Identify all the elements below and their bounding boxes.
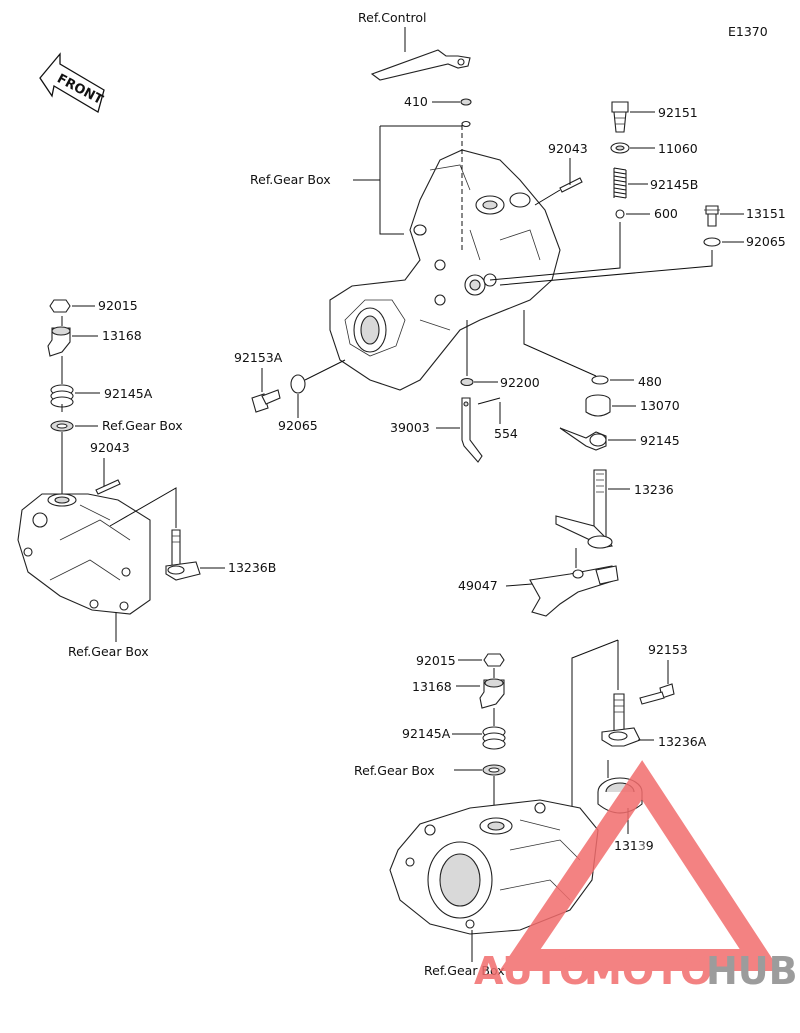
- watermark-text-auto: AUTO: [474, 949, 591, 993]
- label-ref-gear-box-bottom-mid: Ref.Gear Box: [354, 763, 435, 778]
- part-92145-spring: [559, 427, 607, 451]
- part-410: [460, 98, 472, 106]
- label-554: 554: [494, 426, 518, 441]
- label-92065-right: 92065: [746, 234, 786, 249]
- part-13070-collar: [585, 394, 611, 417]
- part-480-circlip: [591, 375, 609, 385]
- label-13236B: 13236B: [228, 560, 276, 575]
- part-92043-pin-top: [559, 177, 583, 193]
- label-13236: 13236: [634, 482, 674, 497]
- part-92015-nut-bottom: [483, 653, 505, 667]
- part-554-pin: [477, 397, 501, 405]
- gear-box-upper: [329, 125, 561, 391]
- part-92065-washer-right: [703, 237, 721, 247]
- gear-box-lower: [389, 799, 599, 935]
- label-92015-left: 92015: [98, 298, 138, 313]
- automotohub-watermark-logo: AUTO MOTO HUB: [474, 760, 798, 993]
- part-92200-washer: [460, 377, 474, 387]
- label-92043-left: 92043: [90, 440, 130, 455]
- watermark-text-hub: HUB: [706, 949, 798, 993]
- part-13151-switch: [704, 205, 720, 227]
- label-92145: 92145: [640, 433, 680, 448]
- label-ref-gear-box-left-upper: Ref.Gear Box: [102, 418, 183, 433]
- label-92145A-left: 92145A: [104, 386, 153, 401]
- front-arrow-icon: FRONT: [39, 52, 105, 113]
- ref-control-bracket: [370, 49, 471, 81]
- label-92043-top: 92043: [548, 141, 588, 156]
- part-92151-bolt: [611, 101, 629, 133]
- part-49047-fork: [529, 565, 619, 617]
- label-13168-bottom: 13168: [412, 679, 452, 694]
- watermark-text-moto: MOTO: [584, 949, 712, 993]
- label-410: 410: [404, 94, 428, 109]
- gear-box-left: [17, 493, 151, 615]
- part-92153-bolt: [639, 683, 675, 705]
- label-49047: 49047: [458, 578, 498, 593]
- label-13151: 13151: [746, 206, 786, 221]
- label-92153: 92153: [648, 642, 688, 657]
- label-ref-gear-box-top: Ref.Gear Box: [250, 172, 331, 187]
- label-92151: 92151: [658, 105, 698, 120]
- label-92200: 92200: [500, 375, 540, 390]
- label-92145B: 92145B: [650, 177, 698, 192]
- label-13070: 13070: [640, 398, 680, 413]
- label-ref-gear-box-left-lower: Ref.Gear Box: [68, 644, 149, 659]
- label-ref-control: Ref.Control: [358, 10, 426, 25]
- label-39003: 39003: [390, 420, 430, 435]
- part-92145A-spring-bottom: [482, 726, 506, 750]
- part-92065-washer-left: [290, 374, 306, 394]
- part-13168-lever-left: [47, 326, 71, 357]
- part-92043-pin-left: [95, 479, 121, 495]
- label-480: 480: [638, 374, 662, 389]
- part-92153A-bolt: [251, 389, 281, 413]
- part-92015-nut-left: [49, 299, 71, 313]
- part-39003-lever: [461, 397, 483, 463]
- part-13168-lever-bottom: [479, 678, 505, 709]
- part-13236B-shaft: [165, 529, 201, 581]
- label-13139: 13139: [614, 838, 654, 853]
- label-92015-bottom: 92015: [416, 653, 456, 668]
- label-92153A: 92153A: [234, 350, 283, 365]
- label-13168-left: 13168: [102, 328, 142, 343]
- label-92145A-bottom: 92145A: [402, 726, 451, 741]
- diagram-code: E1370: [728, 24, 768, 39]
- label-11060: 11060: [658, 141, 698, 156]
- label-13236A: 13236A: [658, 734, 707, 749]
- part-92145A-spring-left: [50, 384, 74, 412]
- part-92145B-spring: [613, 167, 627, 199]
- part-600-ball: [615, 209, 625, 219]
- label-600: 600: [654, 206, 678, 221]
- part-13236-shaft: [555, 469, 613, 549]
- part-washer-small: [461, 120, 471, 128]
- part-13236A-shaft: [601, 693, 641, 747]
- label-ref-gear-box-bottom: Ref.Gear Box: [424, 963, 505, 978]
- label-92065-left: 92065: [278, 418, 318, 433]
